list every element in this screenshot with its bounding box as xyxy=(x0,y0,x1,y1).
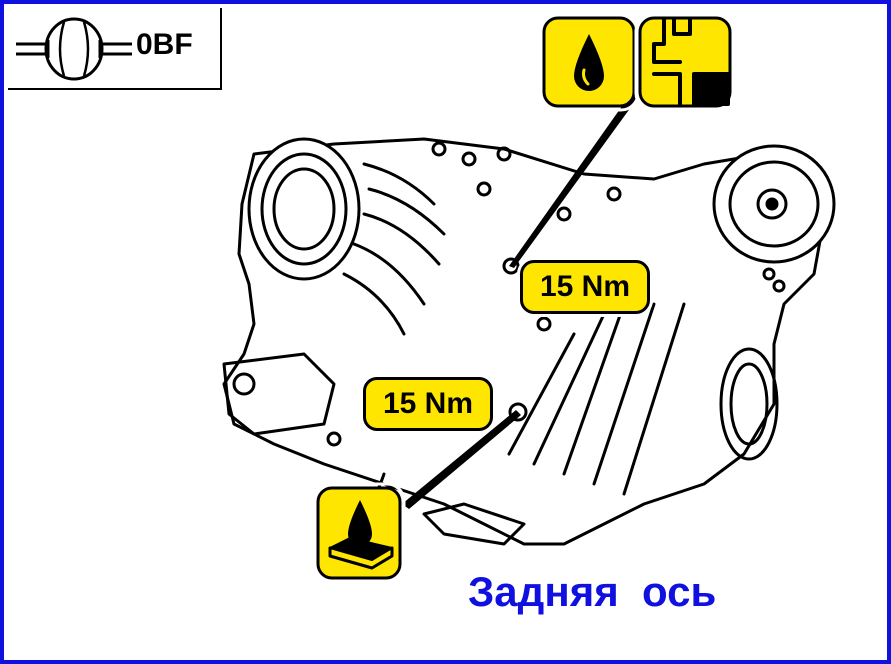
torque-label-fill-plug: 15 Nm xyxy=(520,260,650,314)
fill-level-icon xyxy=(634,12,736,112)
fill-plug xyxy=(502,92,639,275)
axle-shaft-icon xyxy=(16,17,132,81)
differential-housing xyxy=(222,137,836,546)
drain-plug xyxy=(402,402,528,509)
transmission-code-box: 0BF xyxy=(8,8,222,90)
torque-label-drain-plug: 15 Nm xyxy=(363,377,493,431)
transmission-code: 0BF xyxy=(136,28,193,61)
caption-rear-axle: Задняя ось xyxy=(468,568,717,615)
oil-drop-icon xyxy=(538,12,640,112)
rear-axle-drawing xyxy=(222,12,836,584)
drain-oil-icon xyxy=(312,482,406,584)
